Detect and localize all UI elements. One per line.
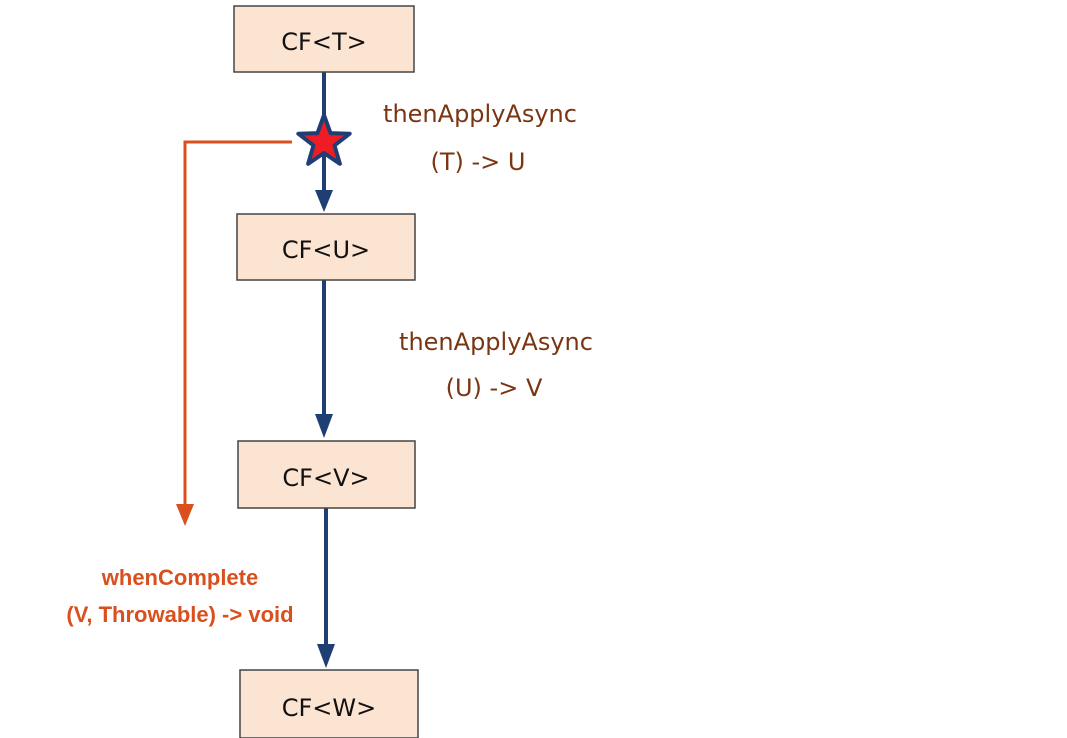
arrowhead-icon — [176, 504, 194, 526]
star-icon — [296, 113, 352, 166]
node-label: CF<V> — [282, 464, 369, 492]
edge-u-to-v — [315, 280, 333, 438]
callback-label: whenComplete (V, Throwable) -> void — [66, 565, 293, 627]
callback-edge — [176, 140, 292, 526]
callback-op-name: whenComplete — [101, 565, 258, 590]
op-name: thenApplyAsync — [399, 328, 593, 356]
node-cf-t: CF<T> — [233, 5, 415, 73]
op-name: thenApplyAsync — [383, 100, 577, 128]
node-cf-w: CF<W> — [239, 669, 419, 738]
arrowhead-icon — [315, 190, 333, 212]
op-signature: (U) -> V — [446, 374, 543, 402]
node-label: CF<U> — [282, 236, 370, 264]
node-label: CF<T> — [281, 28, 366, 56]
node-cf-u: CF<U> — [236, 213, 416, 281]
edge-v-to-w — [317, 508, 335, 668]
edge-label-t-to-u: thenApplyAsync (T) -> U — [383, 100, 577, 176]
node-label: CF<W> — [282, 694, 377, 722]
edge-label-u-to-v: thenApplyAsync (U) -> V — [399, 328, 593, 402]
callback-signature: (V, Throwable) -> void — [66, 602, 293, 627]
node-cf-v: CF<V> — [237, 440, 416, 509]
arrowhead-icon — [317, 644, 335, 668]
arrowhead-icon — [315, 414, 333, 438]
op-signature: (T) -> U — [431, 148, 526, 176]
